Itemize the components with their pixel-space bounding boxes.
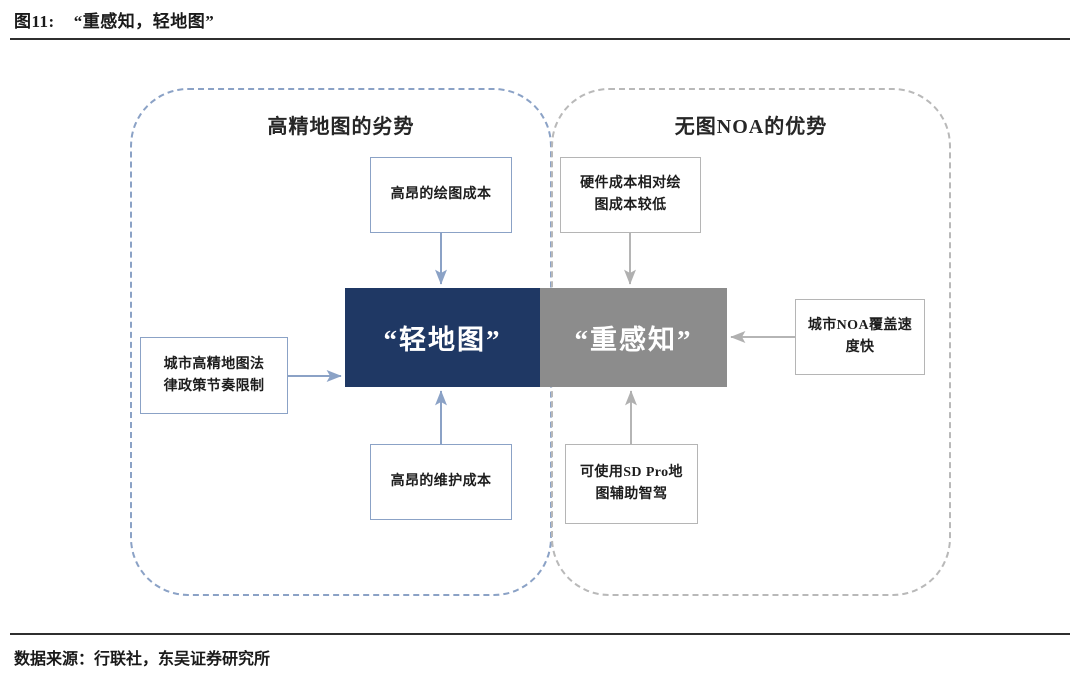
- node-cost-draw: 高昂的绘图成本: [370, 157, 512, 233]
- figure-source: 数据来源：行联社，东吴证券研究所: [14, 651, 271, 668]
- node-sd-pro-map: 可使用SD Pro地图辅助智驾: [565, 444, 698, 524]
- group-title-advantages: 无图NOA的优势: [674, 116, 828, 138]
- node-hardware-cost: 硬件成本相对绘图成本较低: [560, 157, 701, 233]
- node-noa-coverage: 城市NOA覆盖速度快: [795, 299, 925, 375]
- core-box-light-map: “轻地图”: [345, 288, 540, 387]
- node-cost-maintenance: 高昂的维护成本: [370, 444, 512, 520]
- page-title: 图11: “重感知，轻地图”: [0, 7, 214, 32]
- core-box-heavy-perception: “重感知”: [540, 288, 727, 387]
- figure-title-text: “重感知，轻地图”: [73, 11, 215, 31]
- diagram-canvas: 高精地图的劣势 无图NOA的优势: [0, 38, 1080, 633]
- figure-header: 图11: “重感知，轻地图”: [0, 0, 1080, 38]
- header-divider: [10, 38, 1070, 40]
- figure-number: 图11:: [14, 11, 55, 31]
- group-title-disadvantages: 高精地图的劣势: [267, 116, 415, 138]
- core-concept-bar: “轻地图” “重感知”: [345, 288, 727, 387]
- node-law-policy: 城市高精地图法律政策节奏限制: [140, 337, 288, 414]
- footer-divider: [10, 633, 1070, 635]
